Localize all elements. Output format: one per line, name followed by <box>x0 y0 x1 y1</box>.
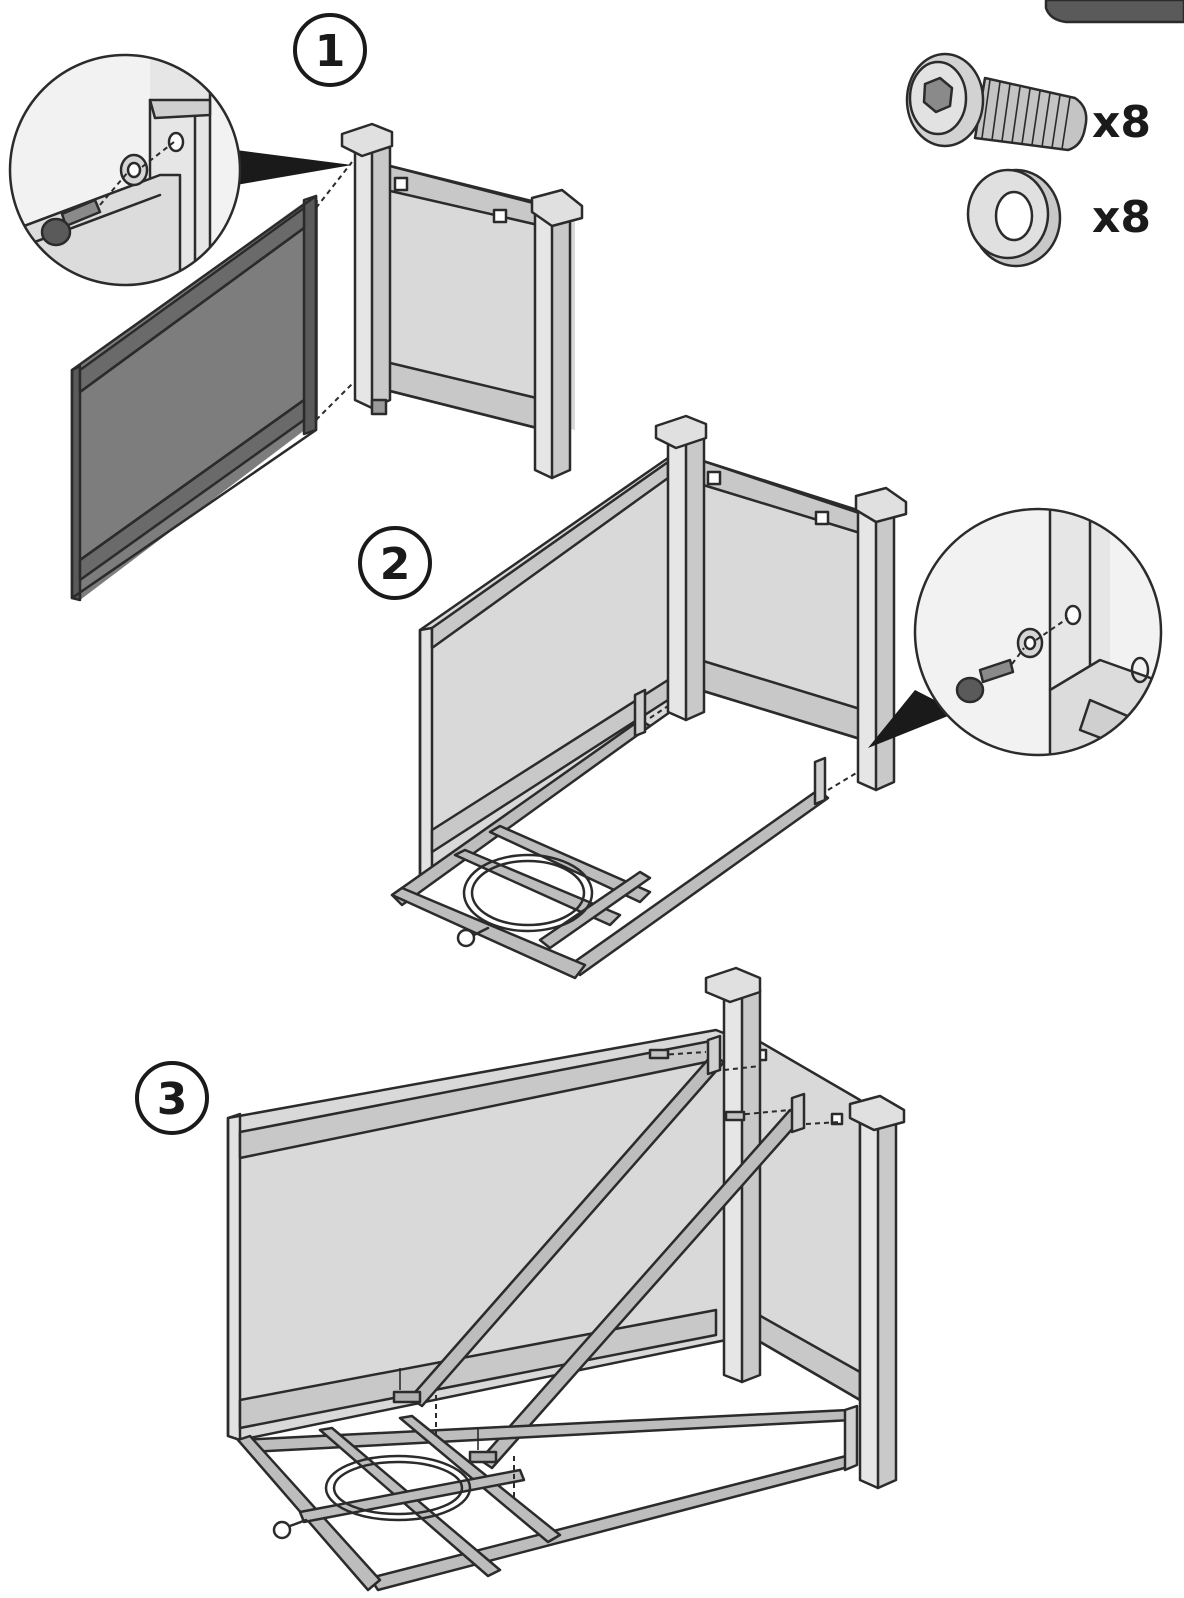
screw-quantity: x8 <box>1092 97 1151 148</box>
step-3-number: 3 <box>157 1074 188 1125</box>
washer-quantity: x8 <box>1092 192 1151 243</box>
hardware-list: x8 x8 <box>905 52 1151 268</box>
step-3: 3 <box>135 966 906 1592</box>
step-2-back-panel <box>698 458 882 747</box>
step-3-side-panel <box>748 1034 862 1402</box>
washer-icon <box>966 168 1062 268</box>
step-1-leg-assembly <box>315 122 584 480</box>
step-1-badge: 1 <box>293 13 367 87</box>
step-2-long-panel <box>418 456 682 882</box>
step-3-long-panel <box>226 1028 728 1442</box>
step-2-number: 2 <box>380 539 411 590</box>
step-1: 1 <box>8 13 584 602</box>
corner-tab <box>1044 0 1184 24</box>
step-3-posts <box>704 966 906 1490</box>
step-1-side-panel <box>70 194 318 602</box>
step-2-zoom-callout <box>868 507 1163 757</box>
step-2-posts <box>654 414 908 792</box>
step-2-badge: 2 <box>358 526 432 600</box>
step-3-badge: 3 <box>135 1061 209 1135</box>
screw-icon <box>905 52 1088 152</box>
step-2: 2 <box>358 414 1163 980</box>
step-3-diagonal-braces <box>408 1034 841 1470</box>
step-3-base-frame <box>236 1368 859 1592</box>
step-1-number: 1 <box>315 26 346 77</box>
step-2-base-frame <box>390 688 859 980</box>
